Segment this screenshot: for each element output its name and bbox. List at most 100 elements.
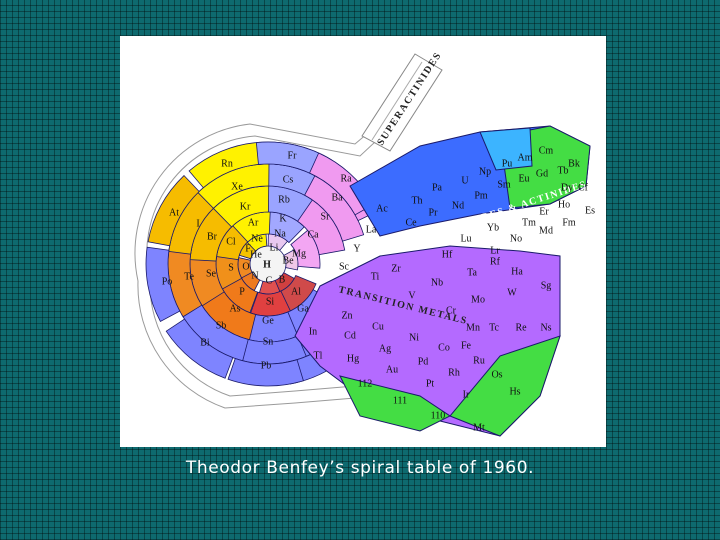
element-symbol-ba: Ba: [331, 192, 343, 203]
element-symbol-zr: Zr: [391, 263, 401, 274]
element-symbol-in: In: [309, 326, 317, 337]
element-symbol-s: S: [228, 262, 234, 273]
element-symbol-cf: Cf: [578, 182, 589, 193]
element-symbol-fe: Fe: [461, 340, 472, 351]
element-symbol-pr: Pr: [429, 207, 439, 218]
superactinides-stub: SUPERACTINIDES: [361, 50, 444, 152]
element-symbol-cu: Cu: [372, 321, 384, 332]
element-symbol-pu: Pu: [502, 158, 513, 169]
element-symbol-ho: Ho: [558, 199, 570, 210]
element-symbol-pa: Pa: [432, 182, 443, 193]
element-symbol-112: 112: [358, 378, 373, 389]
element-symbol-v: V: [408, 290, 416, 301]
element-symbol-al: Al: [291, 286, 301, 297]
element-symbol-sb: Sb: [216, 320, 227, 331]
element-symbol-gd: Gd: [536, 168, 548, 179]
element-symbol-yb: Yb: [487, 222, 499, 233]
element-symbol-pm: Pm: [474, 190, 488, 201]
element-symbol-si: Si: [266, 296, 275, 307]
element-symbol-hf: Hf: [442, 249, 453, 260]
element-symbol-be: Be: [282, 255, 294, 266]
element-symbol-he: He: [250, 249, 262, 260]
element-symbol-fr: Fr: [288, 150, 298, 161]
element-symbol-na: Na: [274, 228, 286, 239]
element-symbol-cm: Cm: [539, 145, 554, 156]
spiral-periodic-table-diagram: SUPERACTINIDES LANTHANIDES & ACTINIDES T…: [134, 50, 595, 437]
element-symbol-rh: Rh: [448, 367, 460, 378]
element-symbol-cs: Cs: [283, 174, 294, 185]
element-symbol-am: Am: [518, 152, 533, 163]
spiral-periodic-table-image: SUPERACTINIDES LANTHANIDES & ACTINIDES T…: [120, 36, 606, 447]
element-symbol-sc: Sc: [339, 261, 350, 272]
slide-caption: Theodor Benfey’s spiral table of 1960.: [185, 458, 535, 478]
element-symbol-mg: Mg: [292, 248, 306, 259]
element-symbol-mn: Mn: [466, 322, 480, 333]
element-symbol-bi: Bi: [200, 337, 210, 348]
element-cell-bi: [165, 318, 234, 379]
element-symbol-o: O: [242, 261, 249, 272]
element-symbol-rf: Rf: [490, 256, 501, 267]
element-symbol-ga: Ga: [297, 303, 309, 314]
element-symbol-i: I: [196, 218, 199, 229]
element-symbol-ra: Ra: [340, 173, 352, 184]
element-symbol-ar: Ar: [248, 217, 259, 228]
element-symbol-ne: Ne: [251, 233, 263, 244]
element-symbol-se: Se: [206, 268, 217, 279]
element-symbol-pd: Pd: [418, 356, 429, 367]
element-symbol-ha: Ha: [511, 266, 523, 277]
element-symbol-er: Er: [539, 206, 549, 217]
element-symbol-rb: Rb: [278, 194, 290, 205]
element-symbol-ir: Ir: [463, 389, 470, 400]
element-symbol-hg: Hg: [347, 353, 359, 364]
element-symbol-ni: Ni: [409, 332, 419, 343]
element-symbol-n: N: [251, 270, 258, 281]
element-symbol-zn: Zn: [341, 310, 352, 321]
element-symbol-mo: Mo: [471, 294, 485, 305]
element-symbol-tm: Tm: [522, 217, 536, 228]
element-symbol-tl: Tl: [314, 350, 323, 361]
element-symbol-ac: Ac: [376, 203, 388, 214]
element-symbol-y: Y: [353, 243, 360, 254]
element-cell-po: [145, 246, 181, 323]
element-symbol-ce: Ce: [405, 217, 417, 228]
element-symbol-ca: Ca: [307, 229, 319, 240]
element-symbol-dy: Dy: [561, 182, 573, 193]
transition-metals-band: TRANSITION METALS: [294, 245, 561, 437]
element-symbol-nd: Nd: [452, 200, 464, 211]
element-symbol-te: Te: [184, 271, 194, 282]
element-symbol-no: No: [510, 233, 522, 244]
element-symbol-as: As: [229, 303, 240, 314]
element-symbol-fm: Fm: [562, 217, 576, 228]
element-symbol-mt: Mt: [473, 422, 485, 433]
element-symbol-cr: Cr: [446, 305, 457, 316]
element-symbol-hs: Hs: [509, 386, 520, 397]
element-symbol-tb: Tb: [557, 165, 568, 176]
element-symbol-k: K: [279, 213, 287, 224]
element-symbol-sr: Sr: [321, 211, 331, 222]
element-symbol-pb: Pb: [261, 360, 272, 371]
element-symbol-lr: Lr: [490, 245, 500, 256]
element-symbol-pt: Pt: [426, 378, 435, 389]
element-symbol-h: H: [263, 259, 271, 270]
element-symbol-es: Es: [585, 205, 595, 216]
element-symbol-ag: Ag: [379, 343, 391, 354]
element-symbol-111: 111: [393, 395, 407, 406]
element-symbol-u: U: [461, 175, 469, 186]
element-symbol-sn: Sn: [263, 336, 274, 347]
element-symbol-ta: Ta: [467, 267, 477, 278]
element-symbol-sg: Sg: [541, 280, 552, 291]
element-symbol-f: F: [245, 243, 251, 254]
element-symbol-ru: Ru: [473, 355, 485, 366]
element-cell-pb: [227, 357, 304, 387]
element-symbol-po: Po: [162, 276, 173, 287]
element-symbol-sm: Sm: [497, 179, 511, 190]
element-symbol-w: W: [507, 287, 517, 298]
element-symbol-eu: Eu: [518, 173, 529, 184]
element-cell-at: [147, 174, 200, 247]
element-symbol-p: P: [239, 286, 245, 297]
ring-sectors: [145, 141, 379, 387]
element-symbol-cl: Cl: [226, 236, 236, 247]
element-symbol-ti: Ti: [371, 271, 380, 282]
